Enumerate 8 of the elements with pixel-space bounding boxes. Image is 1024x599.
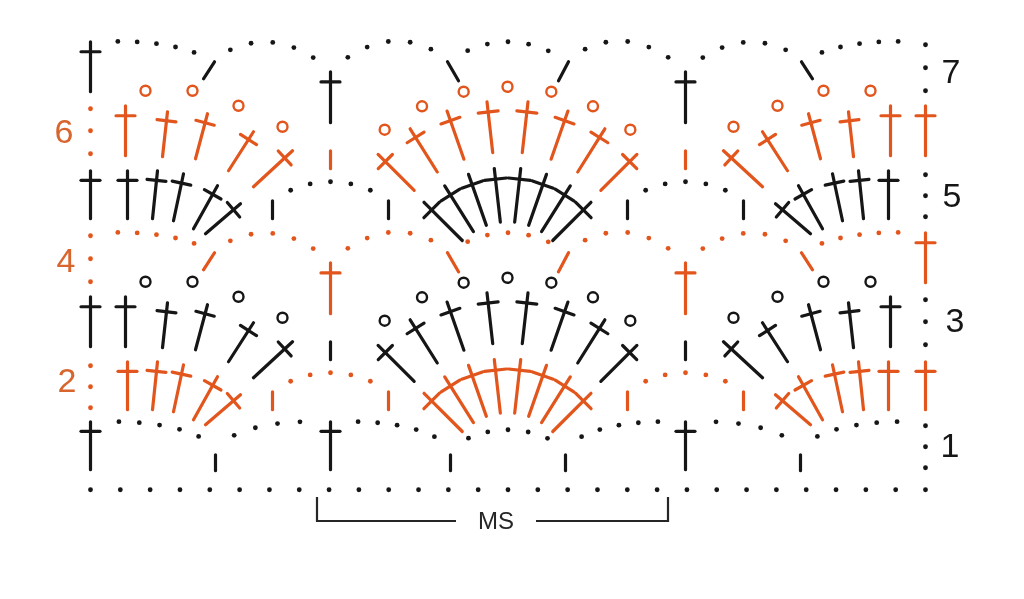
row-number: 6 (54, 114, 74, 148)
row-number: 3 (945, 303, 965, 337)
row-number: 1 (940, 428, 960, 462)
repeat-label: MS (478, 509, 514, 533)
row-number: 4 (56, 243, 76, 277)
row-number: 7 (941, 54, 961, 88)
row-number: 2 (57, 363, 77, 397)
row-number: 5 (942, 178, 962, 212)
